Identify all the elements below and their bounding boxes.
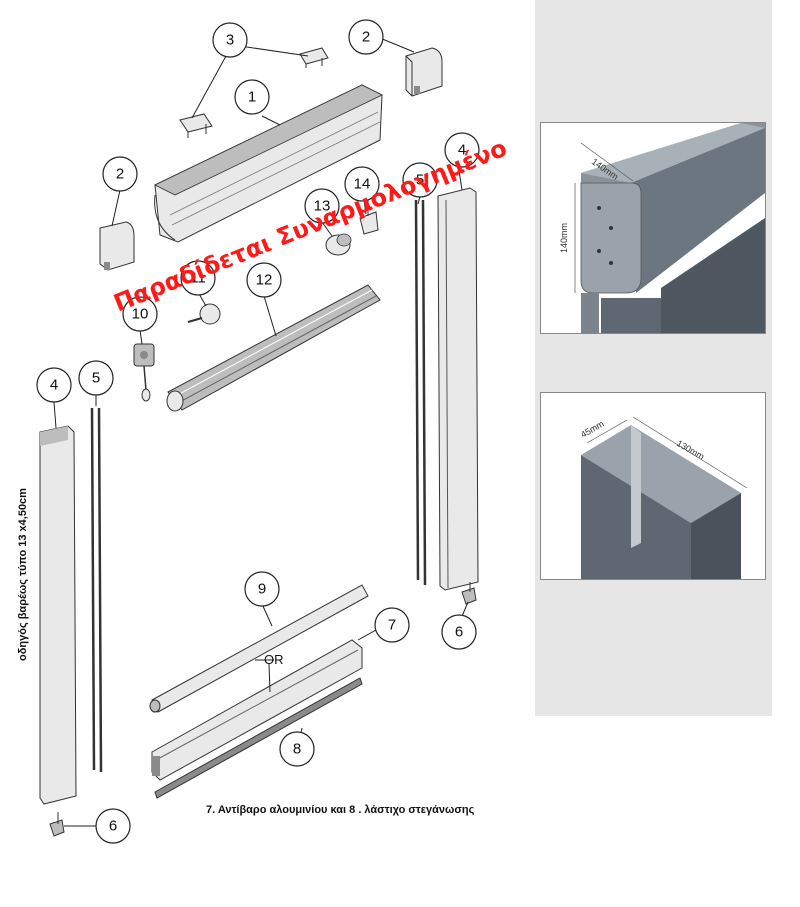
- motor-adapter-part-11: [187, 303, 221, 325]
- plug-part-13: [325, 233, 352, 256]
- callout-3: 3: [212, 22, 248, 58]
- callout-7: 7: [374, 607, 410, 643]
- callout-10: 10: [122, 296, 158, 332]
- callout-12: 12: [246, 262, 282, 298]
- svg-text:10: 10: [132, 306, 149, 323]
- guide-side-label: οδηγός βαρέως τύπο 13 x4,50cm: [17, 488, 29, 661]
- svg-text:3: 3: [226, 32, 234, 49]
- gasket-part-8: [154, 677, 363, 799]
- svg-text:7: 7: [388, 617, 396, 634]
- svg-text:12: 12: [256, 272, 273, 289]
- detail-view-box-profile: 140mm 140mm: [540, 122, 766, 334]
- svg-text:2: 2: [362, 29, 370, 46]
- seal-strip-part-5-right: [414, 199, 427, 586]
- svg-text:5: 5: [92, 370, 100, 387]
- svg-text:2: 2: [116, 166, 124, 183]
- svg-text:5: 5: [416, 172, 424, 189]
- svg-text:8: 8: [293, 741, 301, 758]
- bracket-part-6-left: [49, 812, 65, 837]
- svg-text:4: 4: [458, 142, 466, 159]
- callout-5-left: 5: [78, 360, 114, 396]
- bracket-part-3-bottom: [179, 113, 213, 138]
- bottom-bar-part-9: [149, 584, 369, 713]
- svg-text:9: 9: [258, 581, 266, 598]
- detail-view-guide-profile: 45mm 130mm: [540, 392, 766, 580]
- gear-part-10: [133, 343, 155, 402]
- box-profile-render: 140mm 140mm: [559, 123, 765, 333]
- guide-rail-part-4-left: [39, 425, 77, 805]
- callout-11: 11: [180, 260, 216, 296]
- svg-text:13: 13: [314, 198, 331, 215]
- box-profile-part-1: [154, 84, 383, 243]
- roller-tube-part-12: [166, 284, 381, 412]
- callout-14: 14: [344, 166, 380, 202]
- svg-text:14: 14: [354, 176, 371, 193]
- or-label: OR: [264, 652, 284, 667]
- callout-2-right: 2: [348, 19, 384, 55]
- end-cap-part-2-left: [99, 221, 135, 271]
- parts-caption: 7. Αντίβαρο αλουμινίου και 8 . λάστιχο σ…: [206, 804, 475, 816]
- callout-4-right: 4: [444, 132, 480, 168]
- svg-text:6: 6: [109, 818, 117, 835]
- detail-panel-background: [535, 0, 772, 716]
- end-cap-part-2-right: [405, 47, 443, 97]
- callout-4-left: 4: [36, 367, 72, 403]
- callout-5-right: 5: [402, 162, 438, 198]
- counterweight-part-7: [151, 639, 363, 781]
- seal-strip-part-5-left: [90, 407, 103, 773]
- bracket-part-3-top: [299, 47, 329, 68]
- clip-part-14: [359, 200, 379, 235]
- guide-rail-part-4-right: [437, 187, 479, 591]
- callout-6-right: 6: [441, 614, 477, 650]
- callout-9: 9: [244, 571, 280, 607]
- svg-text:11: 11: [190, 270, 206, 287]
- bracket-part-6-right: [461, 582, 477, 605]
- dim-top-height: 140mm: [559, 223, 569, 253]
- svg-text:4: 4: [50, 377, 58, 394]
- callout-8: 8: [279, 731, 315, 767]
- guide-profile-render: 45mm 130mm: [579, 416, 748, 579]
- callout-2-left: 2: [102, 156, 138, 192]
- callout-1: 1: [234, 79, 270, 115]
- callout-6-left: 6: [95, 808, 131, 844]
- svg-text:6: 6: [455, 624, 463, 641]
- svg-text:1: 1: [248, 89, 256, 106]
- callout-13: 13: [304, 188, 340, 224]
